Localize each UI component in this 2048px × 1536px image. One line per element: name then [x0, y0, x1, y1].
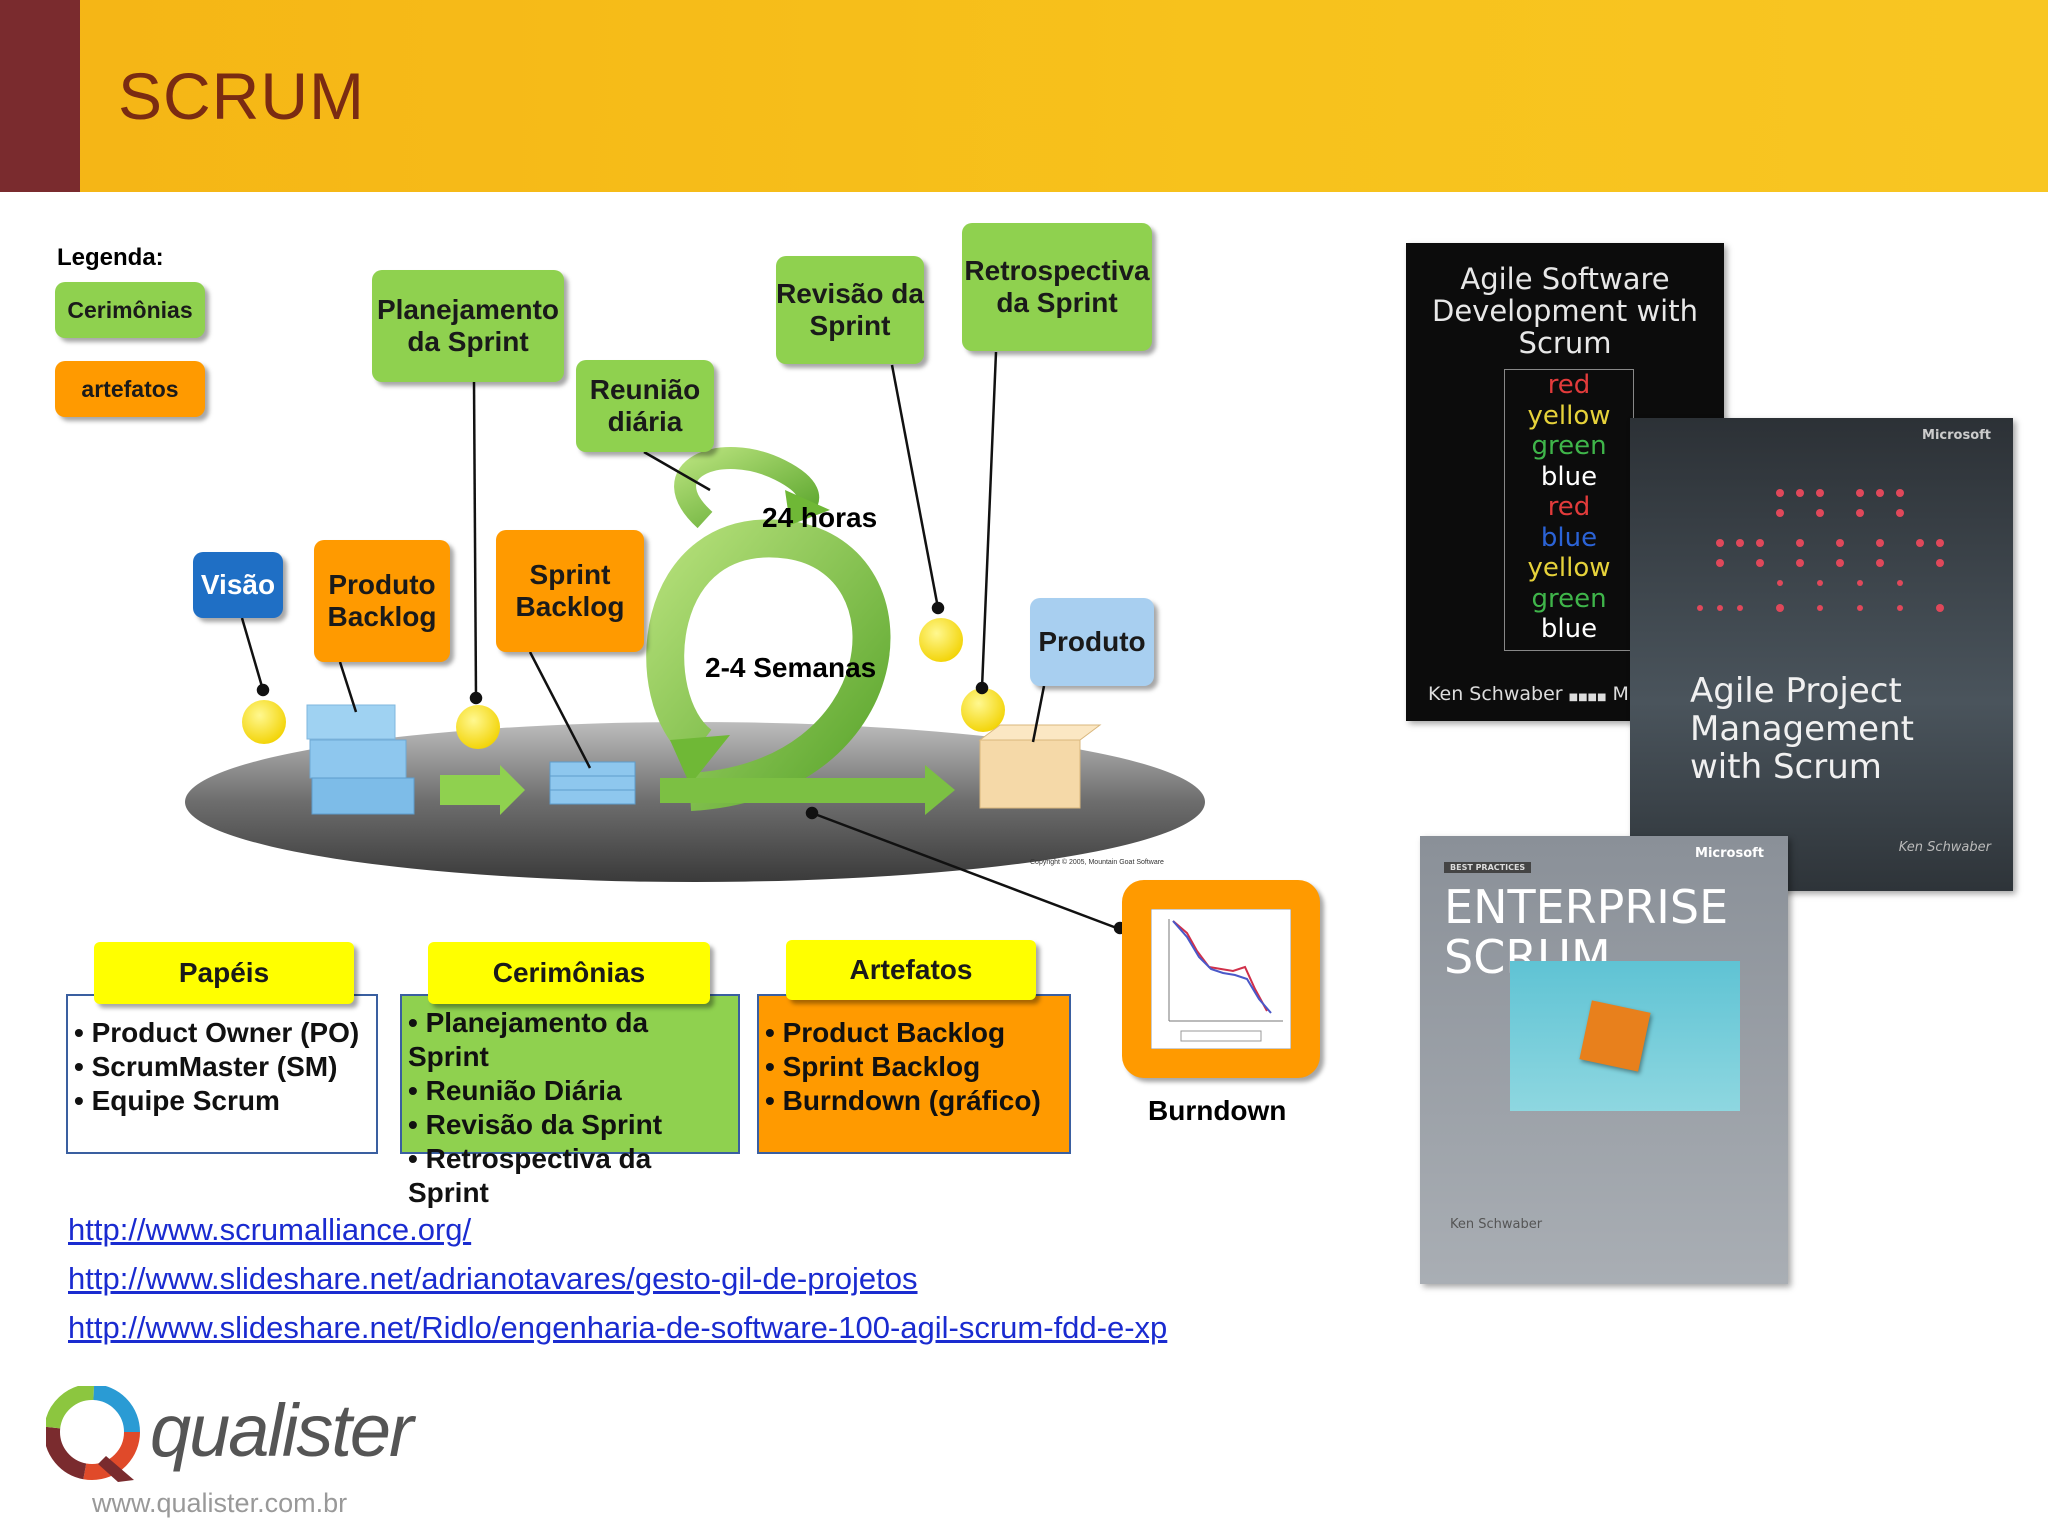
roles-item: Equipe Scrum — [74, 1084, 370, 1118]
book2-dot-pattern — [1697, 489, 1944, 612]
artifacts-item: Burndown (gráfico) — [765, 1084, 1063, 1118]
copyright-note: Copyright © 2005, Mountain Goat Software — [1030, 859, 1164, 866]
planning-dot — [456, 705, 500, 749]
legend-title: Legenda: — [57, 244, 164, 271]
product-badge: Produto — [1030, 598, 1154, 686]
ceremonies-item: Retrospectiva da Sprint — [408, 1142, 732, 1210]
burndown-badge — [1122, 880, 1320, 1078]
daily-badge: Reunião diária — [576, 360, 714, 452]
book3-cover-art — [1510, 961, 1740, 1111]
header-bar — [0, 0, 2048, 192]
book1-dots: ■■■■ — [1568, 692, 1607, 703]
burndown-chart-icon — [1151, 909, 1291, 1049]
qualister-logo-icon — [46, 1386, 140, 1482]
sprint-backlog-badge: Sprint Backlog — [496, 530, 644, 652]
book1-color-word: yellow — [1527, 553, 1611, 583]
vision-dot — [242, 700, 286, 744]
hours-label: 24 horas — [762, 502, 878, 533]
product-backlog-badge: Produto Backlog — [314, 540, 450, 662]
ceremonies-item: Planejamento da Sprint — [408, 1006, 732, 1074]
header-accent — [0, 0, 80, 192]
book-agile-project-management: Microsoft Agile Project Management with … — [1630, 418, 2013, 891]
book3-series: BEST PRACTICES — [1444, 862, 1532, 873]
book1-color-word: green — [1531, 431, 1607, 461]
book1-color-word: red — [1547, 492, 1591, 522]
retro-dot — [961, 688, 1005, 732]
legend-ceremonies: Cerimônias — [55, 282, 205, 338]
product-box — [978, 724, 1102, 809]
book1-author-name: Ken Schwaber — [1428, 683, 1563, 705]
review-dot — [919, 618, 963, 662]
retro-badge: Retrospectiva da Sprint — [962, 223, 1152, 351]
roles-header: Papéis — [94, 942, 354, 1004]
product-backlog-stack — [306, 704, 415, 815]
ceremonies-list: Planejamento da Sprint Reunião Diária Re… — [400, 994, 740, 1208]
daily-cycle-arrow — [674, 447, 820, 529]
book1-color-word: blue — [1540, 522, 1598, 553]
vision-badge: Visão — [193, 552, 283, 618]
book3-author: Ken Schwaber — [1450, 1217, 1543, 1232]
artifacts-list: Product Backlog Sprint Backlog Burndown … — [757, 994, 1071, 1154]
reference-links: http://www.scrumalliance.org/ http://www… — [68, 1205, 1167, 1352]
planning-badge: Planejamento da Sprint — [372, 270, 564, 382]
roles-item: ScrumMaster (SM) — [74, 1050, 370, 1084]
book2-author: Ken Schwaber — [1898, 840, 1991, 855]
ceremonies-item: Revisão da Sprint — [408, 1108, 732, 1142]
link-slideshare-ridlo[interactable]: http://www.slideshare.net/Ridlo/engenhar… — [68, 1310, 1168, 1345]
flow-arrow-2 — [660, 765, 955, 815]
book3-publisher: Microsoft — [1695, 846, 1764, 861]
artifacts-header: Artefatos — [786, 940, 1036, 1000]
brand-name: qualister — [150, 1389, 414, 1472]
link-slideshare-adrianotavares[interactable]: http://www.slideshare.net/adrianotavares… — [68, 1261, 918, 1296]
legend-artifacts: artefatos — [55, 361, 205, 417]
artifacts-item: Product Backlog — [765, 1016, 1063, 1050]
book2-title: Agile Project Management with Scrum — [1690, 671, 1914, 787]
website-url: www.qualister.com.br — [92, 1488, 348, 1518]
roles-list: Product Owner (PO) ScrumMaster (SM) Equi… — [66, 994, 378, 1154]
burndown-label: Burndown — [1148, 1095, 1287, 1126]
page-title: SCRUM — [118, 59, 365, 133]
sprint-cycle-arrow — [646, 519, 891, 811]
book1-authors: Ken Schwaber ■■■■ Mik — [1428, 683, 1645, 705]
book1-color-word: blue — [1540, 614, 1598, 644]
book-enterprise-scrum: Microsoft BEST PRACTICES ENTERPRISE SCRU… — [1420, 836, 1788, 1284]
book3-cube — [1579, 1000, 1651, 1072]
review-badge: Revisão da Sprint — [776, 256, 924, 364]
ceremonies-item: Reunião Diária — [408, 1074, 732, 1108]
weeks-label: 2-4 Semanas — [705, 652, 877, 683]
ceremonies-header: Cerimônias — [428, 942, 710, 1004]
artifacts-item: Sprint Backlog — [765, 1050, 1063, 1084]
flow-arrow-1 — [440, 765, 525, 815]
book1-color-word: green — [1531, 583, 1607, 614]
sprint-backlog-stack — [549, 761, 636, 805]
book1-color-word: blue — [1540, 461, 1598, 492]
link-scrumalliance[interactable]: http://www.scrumalliance.org/ — [68, 1212, 472, 1247]
roles-item: Product Owner (PO) — [74, 1016, 370, 1050]
book1-color-word: yellow — [1527, 400, 1611, 431]
book1-title: Agile Software Development with Scrum — [1432, 262, 1698, 360]
book2-publisher: Microsoft — [1922, 428, 1991, 443]
book1-color-word: red — [1547, 370, 1591, 400]
